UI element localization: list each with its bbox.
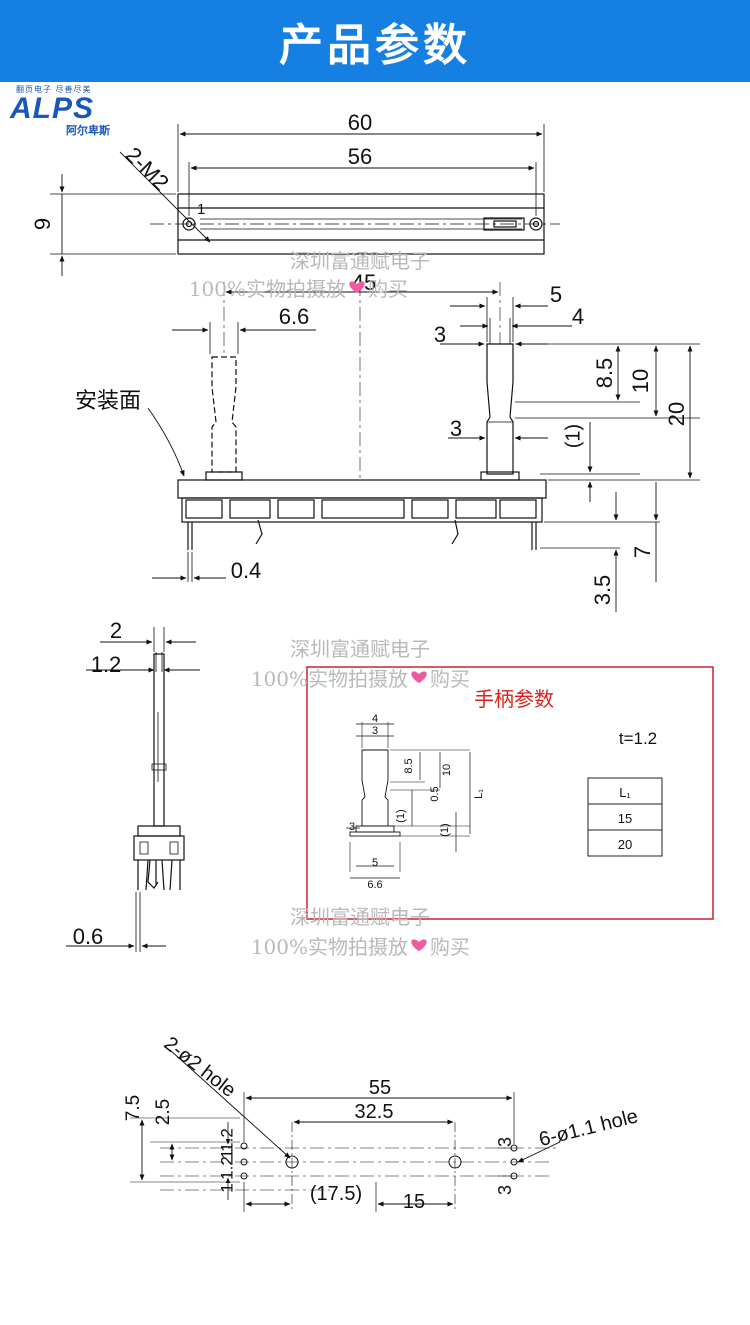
lever-paren-1b: (1) bbox=[439, 823, 451, 836]
dim-side-0-6: 0.6 bbox=[73, 924, 104, 949]
dim-tip-w3-top: 3 bbox=[434, 322, 446, 347]
label-holes-6: 6-ø1.1 hole bbox=[537, 1105, 640, 1151]
lever-table-row-20: 20 bbox=[618, 837, 632, 852]
lever-h0-5: 0.5 bbox=[429, 786, 441, 801]
watermark-1: 深圳富通赋电子 100%实物拍摄放 购买 bbox=[189, 249, 430, 301]
dim-hole-pitch: 56 bbox=[348, 144, 372, 169]
watermark-1-line2-pre: 100%实物拍摄放 bbox=[189, 277, 346, 301]
watermark-1-line1: 深圳富通赋电子 bbox=[290, 249, 430, 273]
logo-brand: ALPS bbox=[10, 92, 95, 125]
lever-w6-6: 6.6 bbox=[367, 879, 382, 891]
dim-pcb-1b: 1 bbox=[217, 1183, 236, 1192]
front-view bbox=[147, 282, 700, 612]
label-mount-face: 安装面 bbox=[75, 389, 141, 414]
logo-brand-cn: 阿尔卑斯 bbox=[66, 124, 110, 137]
page-header: 产品参数 bbox=[0, 0, 750, 82]
lever-h8-5: 8.5 bbox=[403, 758, 415, 773]
technical-drawing: 60 56 9 2-M2 1 bbox=[30, 110, 714, 1213]
dim-lever-width: 6.6 bbox=[279, 304, 310, 329]
logo-tagline: 翻页电子 尽善尽美 bbox=[16, 85, 92, 94]
dim-8-5: 8.5 bbox=[592, 358, 617, 389]
watermark-3-line1: 深圳富通赋电子 bbox=[290, 905, 430, 929]
dim-7: 7 bbox=[630, 546, 655, 558]
lever-w3b: 3 bbox=[349, 821, 355, 833]
lever-table-header: L₁ bbox=[619, 785, 631, 800]
dim-pcb-7-5: 7.5 bbox=[123, 1095, 144, 1121]
dim-0-4: 0.4 bbox=[231, 558, 262, 583]
watermark-2-line1: 深圳富通赋电子 bbox=[290, 637, 430, 661]
watermark-2: 深圳富通赋电子 100%实物拍摄放 购买 bbox=[251, 637, 470, 691]
dim-20: 20 bbox=[664, 402, 689, 426]
lever-h10: 10 bbox=[441, 764, 453, 776]
label-mount-holes: 2-M2 bbox=[121, 142, 174, 195]
dim-pcb-15: 15 bbox=[403, 1191, 425, 1213]
alps-logo: 翻页电子 尽善尽美 ALPS 阿尔卑斯 bbox=[10, 84, 130, 137]
heart-icon bbox=[411, 671, 427, 683]
side-view bbox=[66, 627, 200, 952]
dim-paren-1: (1) bbox=[562, 424, 584, 448]
dim-3-5: 3.5 bbox=[590, 575, 615, 606]
lever-panel-title: 手柄参数 bbox=[474, 687, 554, 711]
watermark-3-line2-pre: 100%实物拍摄放 bbox=[251, 935, 408, 959]
dim-height: 9 bbox=[30, 218, 55, 230]
watermark-1-line2-post: 购买 bbox=[368, 277, 408, 301]
lever-thickness: t=1.2 bbox=[619, 729, 657, 748]
dim-10: 10 bbox=[628, 369, 653, 393]
heart-icon bbox=[411, 939, 427, 951]
dim-pcb-17-5: (17.5) bbox=[310, 1183, 362, 1205]
watermark-3-line2-post: 购买 bbox=[430, 935, 470, 959]
watermark-2-line2-pre: 100%实物拍摄放 bbox=[251, 667, 408, 691]
watermark-3: 深圳富通赋电子 100%实物拍摄放 购买 bbox=[251, 905, 470, 959]
dim-pcb-3a: 3 bbox=[495, 1137, 515, 1147]
top-view bbox=[50, 124, 560, 276]
dim-pcb-32-5: 32.5 bbox=[355, 1101, 394, 1123]
dim-pcb-2-5: 2.5 bbox=[153, 1099, 174, 1125]
label-holes-2: 2-ø2 hole bbox=[160, 1033, 240, 1102]
dim-pcb-1-2a: 1.2 bbox=[217, 1128, 236, 1152]
dim-tip-w5: 5 bbox=[550, 282, 562, 307]
dim-total-length: 60 bbox=[348, 110, 372, 135]
dim-tip-w4: 4 bbox=[572, 304, 584, 329]
dim-tip-w3-mid: 3 bbox=[450, 416, 462, 441]
lever-l1: L₁ bbox=[473, 789, 485, 799]
dim-side-2: 2 bbox=[110, 618, 122, 643]
page-title: 产品参数 bbox=[279, 20, 471, 71]
lever-parameter-panel bbox=[306, 666, 714, 920]
dim-pcb-1a: 1 bbox=[217, 1149, 236, 1158]
label-pin-1: 1 bbox=[197, 201, 205, 218]
dim-pcb-55: 55 bbox=[369, 1077, 391, 1099]
lever-paren-1a: (1) bbox=[395, 809, 407, 822]
lever-w4: 4 bbox=[372, 713, 378, 725]
dim-side-1-2: 1.2 bbox=[91, 652, 122, 677]
dim-pcb-1-2b: 1.2 bbox=[217, 1156, 236, 1180]
lever-w5: 5 bbox=[372, 857, 378, 869]
watermark-2-line2-post: 购买 bbox=[430, 667, 470, 691]
dim-pcb-3b: 3 bbox=[495, 1185, 515, 1195]
lever-table-row-15: 15 bbox=[618, 811, 632, 826]
lever-w3: 3 bbox=[372, 725, 378, 737]
pcb-layout bbox=[130, 1049, 561, 1212]
